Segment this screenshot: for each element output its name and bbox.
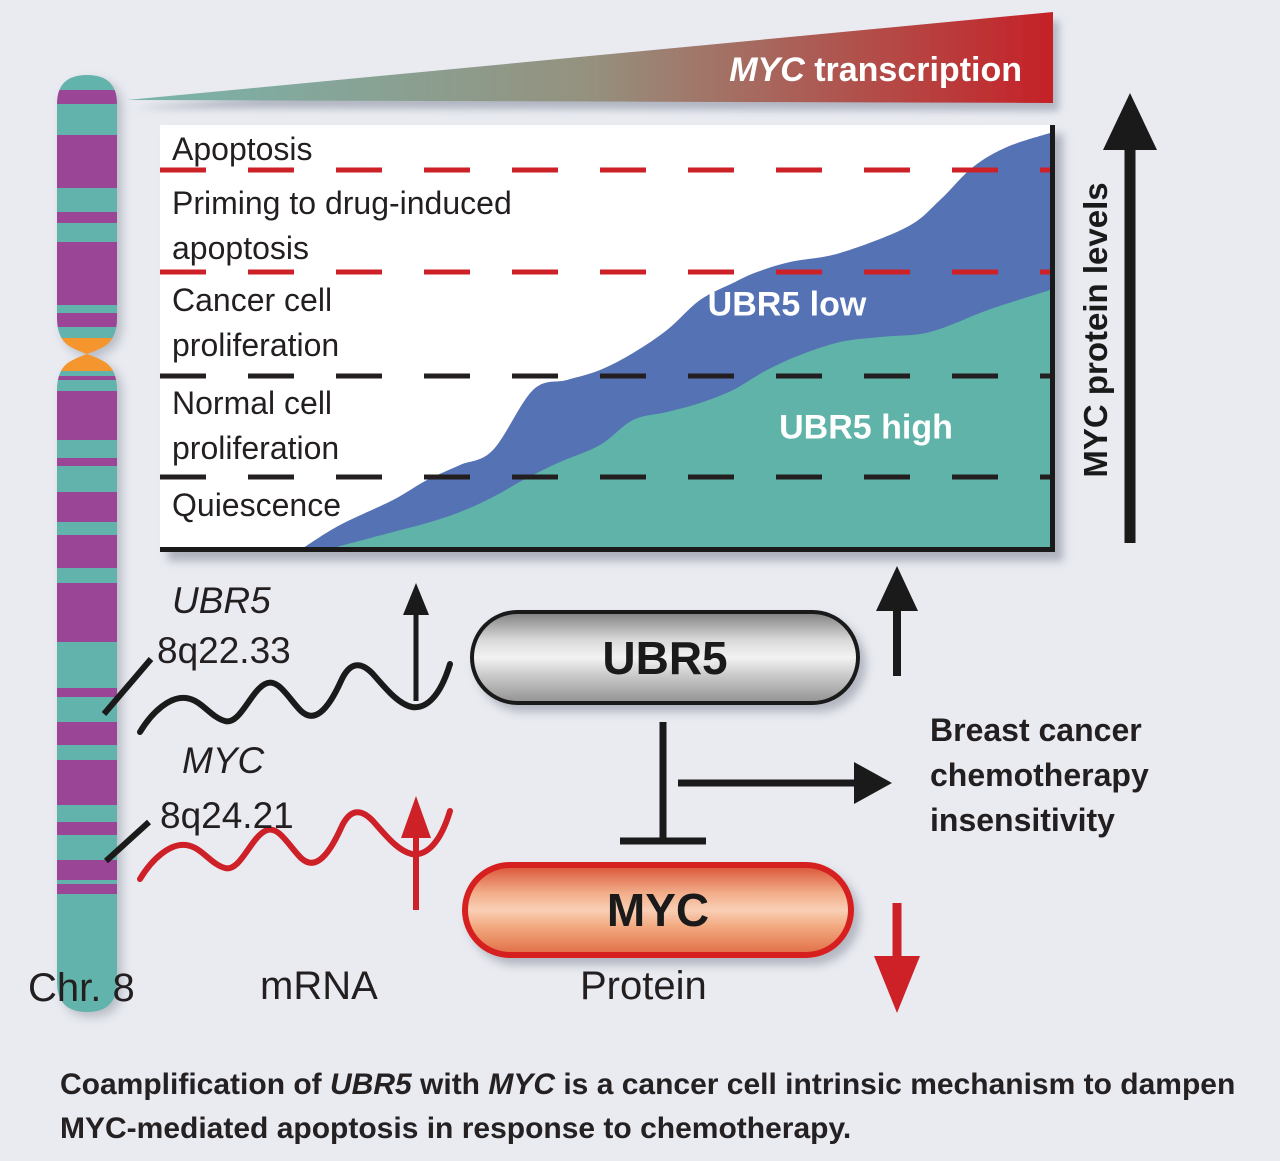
zone-label-priming: Priming to drug-induced apoptosis [172, 181, 512, 271]
caption-gene-myc: MYC [488, 1068, 556, 1101]
myc-protein-levels-up-arrow-icon [1103, 93, 1157, 543]
zone-apoptosis-line1: Apoptosis [172, 131, 313, 167]
series-label-ubr5-low: UBR5 low [707, 285, 867, 324]
zone-cancer-line2: proliferation [172, 327, 340, 363]
outcome-line1: Breast cancer [930, 712, 1142, 748]
column-label-chr8: Chr. 8 [28, 966, 135, 1010]
zone-normal-line2: proliferation [172, 430, 340, 466]
chart-areas [160, 133, 1050, 547]
chromosome-bands [57, 75, 117, 1012]
myc-mrna-up-arrow-icon [401, 796, 431, 910]
myc-locus-tick [103, 819, 152, 864]
ubr5-locus-tick [101, 657, 154, 716]
outcome-text: Breast cancer chemotherapy insensitivity [930, 708, 1149, 843]
myc-levels-chart-panel: Apoptosis Priming to drug-induced apopto… [160, 125, 1055, 552]
zone-label-quiescence: Quiescence [172, 483, 341, 528]
caption-part1: Coamplification of [60, 1068, 330, 1101]
zone-priming-line1: Priming to drug-induced [172, 185, 512, 221]
ubr5-gene-locus: 8q22.33 [157, 630, 291, 671]
zone-cancer-line1: Cancer cell [172, 282, 333, 318]
zone-quiescence-line1: Quiescence [172, 487, 341, 523]
outcome-line3: insensitivity [930, 802, 1115, 838]
ubr5-mrna-squiggle-icon [137, 661, 453, 735]
outcome-line2: chemotherapy [930, 757, 1149, 793]
ubr5-pill-label: UBR5 [602, 631, 728, 684]
myc-protein-pill: MYC [462, 862, 854, 958]
banner-label: MYC transcription [729, 51, 1022, 90]
myc-gene-locus: 8q24.21 [160, 795, 294, 836]
ubr5-gene-name: UBR5 [172, 580, 271, 621]
myc-protein-down-arrow-icon [874, 903, 920, 1013]
column-label-mrna: mRNA [260, 964, 378, 1008]
figure-caption: Coamplification of UBR5 with MYC is a ca… [60, 1063, 1240, 1151]
caption-part3: is a cancer cell intrinsic mechanism to … [60, 1068, 1236, 1145]
outcome-branch-arrow-icon [678, 762, 892, 804]
ubr5-mrna-up-arrow-icon [403, 583, 429, 701]
myc-pill-label: MYC [606, 884, 710, 936]
column-label-protein: Protein [580, 964, 707, 1008]
zone-label-apoptosis: Apoptosis [172, 127, 313, 172]
series-label-ubr5-high: UBR5 high [779, 408, 953, 447]
zone-label-normal: Normal cell proliferation [172, 381, 339, 471]
ubr5-protein-pill: UBR5 [470, 610, 860, 705]
banner-rest: transcription [804, 51, 1022, 89]
zone-normal-line1: Normal cell [172, 385, 333, 421]
myc-gene-name: MYC [182, 740, 265, 781]
zone-label-cancer: Cancer cell proliferation [172, 278, 339, 368]
caption-part2: with [411, 1068, 489, 1101]
zone-priming-line2: apoptosis [172, 230, 309, 266]
myc-mrna-squiggle-icon [137, 808, 453, 882]
ubr5-inhibits-myc-tbar-icon [620, 722, 706, 845]
ubr5-protein-up-arrow-icon [876, 566, 918, 676]
caption-gene-ubr5: UBR5 [330, 1068, 412, 1101]
area-ubr5-high [336, 290, 1050, 547]
transcription-gradient-triangle [127, 12, 1053, 103]
banner-gene-italic: MYC [729, 51, 805, 89]
